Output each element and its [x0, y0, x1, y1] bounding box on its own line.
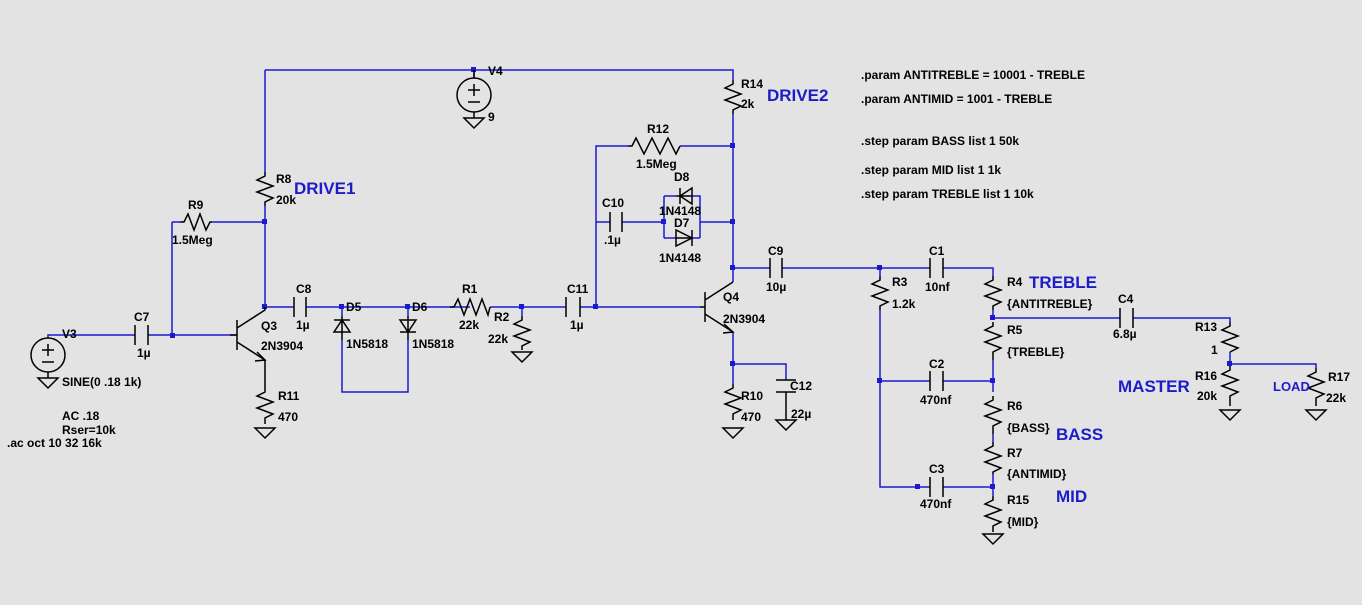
- c9-value: 10µ: [766, 280, 786, 294]
- spice-directives: .param ANTITREBLE = 10001 - TREBLE .para…: [861, 68, 1085, 201]
- r9-value: 1.5Meg: [172, 233, 213, 247]
- c2-name: C2: [929, 357, 945, 371]
- v3-name: V3: [62, 327, 77, 341]
- v3-ac: AC .18: [62, 409, 100, 423]
- r12-name: R12: [647, 122, 669, 136]
- v3-rser: Rser=10k: [62, 423, 116, 437]
- master-label: MASTER: [1118, 377, 1190, 396]
- c4-name: C4: [1118, 292, 1134, 306]
- component-symbols: [30, 70, 1327, 545]
- r11-name: R11: [278, 389, 300, 403]
- r12-value: 1.5Meg: [636, 157, 677, 171]
- r7-name: R7: [1007, 446, 1023, 460]
- d5-name: D5: [346, 300, 362, 314]
- v4-name: V4: [488, 64, 503, 78]
- param-antitreble-directive[interactable]: .param ANTITREBLE = 10001 - TREBLE: [861, 68, 1085, 82]
- r16-name: R16: [1195, 369, 1217, 383]
- ac-directive[interactable]: .ac oct 10 32 16k: [7, 436, 102, 450]
- r2-value: 22k: [488, 332, 508, 346]
- r4-value: {ANTITREBLE}: [1007, 297, 1093, 311]
- r16-value: 20k: [1197, 389, 1217, 403]
- r1-value: 22k: [459, 318, 479, 332]
- c3-value: 470nf: [920, 497, 952, 511]
- r13-name: R13: [1195, 320, 1217, 334]
- q3-name: Q3: [261, 319, 277, 333]
- c11-value: 1µ: [570, 318, 584, 332]
- d6-name: D6: [412, 300, 428, 314]
- c1-name: C1: [929, 244, 945, 258]
- r5-value: {TREBLE}: [1007, 345, 1065, 359]
- step-treble-directive[interactable]: .step param TREBLE list 1 10k: [861, 187, 1034, 201]
- r5-name: R5: [1007, 323, 1023, 337]
- step-bass-directive[interactable]: .step param BASS list 1 50k: [861, 134, 1019, 148]
- r17-name: R17: [1328, 370, 1350, 384]
- q3-value: 2N3904: [261, 339, 303, 353]
- c12-name: C12: [790, 379, 812, 393]
- r13-value: 1: [1211, 343, 1218, 357]
- c7-name: C7: [134, 310, 150, 324]
- d8-name: D8: [674, 170, 690, 184]
- r8-name: R8: [276, 172, 292, 186]
- c2-value: 470nf: [920, 393, 952, 407]
- v4-value: 9: [488, 110, 495, 124]
- q4-value: 2N3904: [723, 312, 765, 326]
- d8-value: 1N4148: [659, 204, 701, 218]
- c3-name: C3: [929, 462, 945, 476]
- r11-value: 470: [278, 410, 298, 424]
- d5-value: 1N5818: [346, 337, 388, 351]
- drive2-label: DRIVE2: [767, 86, 828, 105]
- r15-name: R15: [1007, 493, 1029, 507]
- c12-value: 22µ: [791, 407, 811, 421]
- load-label: LOAD: [1273, 379, 1310, 394]
- q4-name: Q4: [723, 290, 739, 304]
- r17-value: 22k: [1326, 391, 1346, 405]
- d7-value: 1N4148: [659, 251, 701, 265]
- drive1-label: DRIVE1: [294, 179, 355, 198]
- c9-name: C9: [768, 244, 784, 258]
- r14-value: 2k: [741, 97, 755, 111]
- r8-value: 20k: [276, 193, 296, 207]
- c10-name: C10: [602, 196, 624, 210]
- mid-label: MID: [1056, 487, 1087, 506]
- c1-value: 10nf: [925, 280, 951, 294]
- r9-name: R9: [188, 198, 204, 212]
- bass-label: BASS: [1056, 425, 1103, 444]
- r7-value: {ANTIMID}: [1007, 467, 1067, 481]
- r15-value: {MID}: [1007, 515, 1039, 529]
- c8-name: C8: [296, 282, 312, 296]
- c7-value: 1µ: [137, 346, 151, 360]
- c8-value: 1µ: [296, 318, 310, 332]
- r10-value: 470: [741, 410, 761, 424]
- r14-name: R14: [741, 77, 763, 91]
- d7-name: D7: [674, 216, 690, 230]
- r1-name: R1: [462, 282, 478, 296]
- c10-value: .1µ: [604, 233, 621, 247]
- c4-value: 6.8µ: [1113, 327, 1137, 341]
- d6-value: 1N5818: [412, 337, 454, 351]
- r3-value: 1.2k: [892, 297, 916, 311]
- param-antimid-directive[interactable]: .param ANTIMID = 1001 - TREBLE: [861, 92, 1052, 106]
- v3-value: SINE(0 .18 1k): [62, 375, 141, 389]
- r6-value: {BASS}: [1007, 421, 1050, 435]
- r6-name: R6: [1007, 399, 1023, 413]
- r10-name: R10: [741, 389, 763, 403]
- step-mid-directive[interactable]: .step param MID list 1 1k: [861, 163, 1001, 177]
- r3-name: R3: [892, 275, 908, 289]
- treble-label: TREBLE: [1029, 273, 1097, 292]
- junctions: [170, 67, 1232, 489]
- wires: [47, 69, 1317, 496]
- c11-name: C11: [567, 282, 589, 296]
- r4-name: R4: [1007, 275, 1023, 289]
- r2-name: R2: [494, 310, 510, 324]
- component-labels: V4 9 R14 2k DRIVE2 R12 1.5Meg D8 1N4148 …: [7, 64, 1350, 529]
